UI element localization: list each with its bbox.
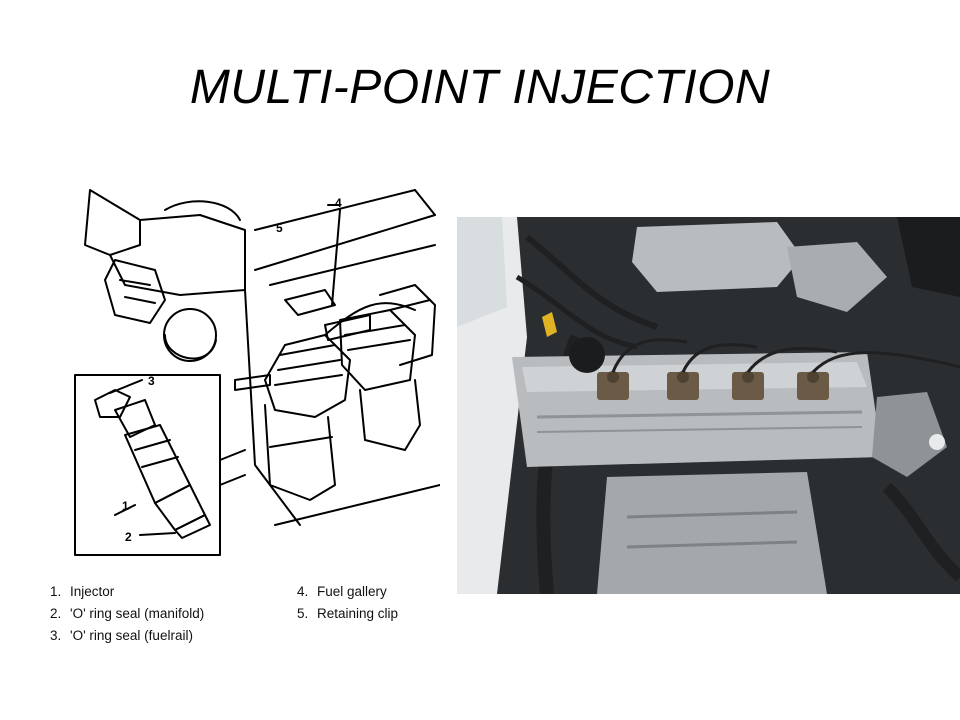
- callout-4: 4: [335, 196, 342, 210]
- diagram-legend: 1.Injector 2.'O' ring seal (manifold) 3.…: [40, 584, 440, 654]
- legend-item-retaining-clip: 5.Retaining clip: [297, 606, 399, 621]
- legend-item-injector: 1.Injector: [50, 584, 115, 599]
- legend-item-manifold-seal: 2.'O' ring seal (manifold): [50, 606, 205, 621]
- callout-3: 3: [148, 374, 155, 388]
- engine-photo: [457, 217, 960, 594]
- slide-title: MULTI-POINT INJECTION: [189, 61, 771, 114]
- injector-diagram: 3 4 5 1 2: [74, 189, 440, 556]
- callout-1: 1: [122, 499, 129, 513]
- callout-2: 2: [125, 530, 132, 544]
- legend-item-fuel-gallery: 4.Fuel gallery: [297, 584, 387, 599]
- callout-5: 5: [276, 221, 283, 235]
- legend-item-fuelrail-seal: 3.'O' ring seal (fuelrail): [50, 628, 193, 643]
